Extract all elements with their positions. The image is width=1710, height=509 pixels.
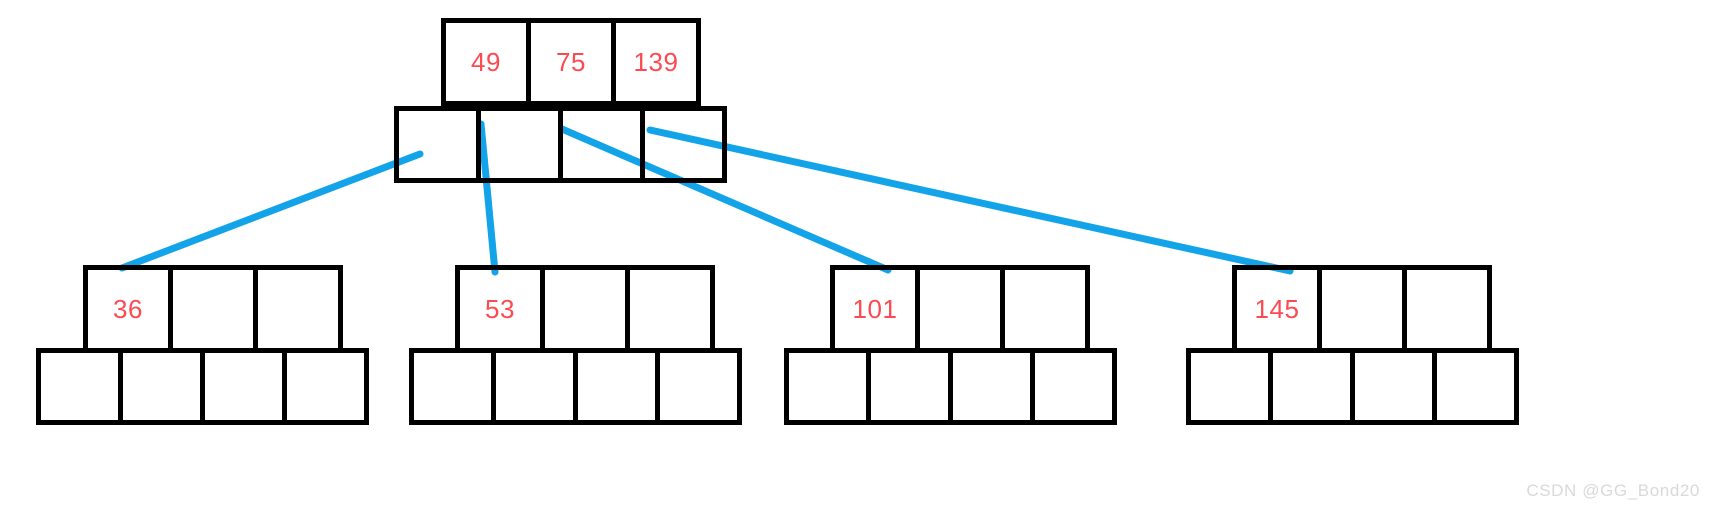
child-node-2-pointer-row-cell-1[interactable] (409, 348, 496, 425)
child-node-2-key-row-cell-3[interactable] (625, 265, 715, 353)
child-node-1-key-row: 36 (83, 265, 343, 353)
child-node-4-pointer-row-cell-2[interactable] (1268, 348, 1355, 425)
child-node-3-key-row-cell-2[interactable] (915, 265, 1005, 353)
child-node-3-key-row-cell-3[interactable] (1000, 265, 1090, 353)
root-node-key-row-cell-1[interactable]: 49 (441, 18, 531, 106)
child-node-2-pointer-row (409, 348, 742, 425)
child-node-4-key-row-cell-3[interactable] (1402, 265, 1492, 353)
child-node-4-pointer-row (1186, 348, 1519, 425)
child-node-4-key-row: 145 (1232, 265, 1492, 353)
child-node-4-pointer-row-cell-1[interactable] (1186, 348, 1273, 425)
connector-pointer-4-to-child-4 (646, 126, 1294, 275)
child-node-2-key-row-cell-2[interactable] (540, 265, 630, 353)
child-node-1-pointer-row-cell-4[interactable] (282, 348, 369, 425)
child-node-4-key-row-cell-2[interactable] (1317, 265, 1407, 353)
root-node-key-row-cell-3[interactable]: 139 (611, 18, 701, 106)
root-node-pointer-row (394, 106, 727, 183)
child-node-3-pointer-row (784, 348, 1117, 425)
root-node-key-row-cell-2[interactable]: 75 (526, 18, 616, 106)
child-node-1-pointer-row-cell-2[interactable] (118, 348, 205, 425)
child-node-3-pointer-row-cell-3[interactable] (948, 348, 1035, 425)
child-node-1-pointer-row-cell-1[interactable] (36, 348, 123, 425)
child-node-3-pointer-row-cell-2[interactable] (866, 348, 953, 425)
child-node-1-pointer-row-cell-3[interactable] (200, 348, 287, 425)
child-node-4-key-row-cell-1[interactable]: 145 (1232, 265, 1322, 353)
child-node-3-key-row: 101 (830, 265, 1090, 353)
watermark-text: CSDN @GG_Bond20 (1526, 481, 1700, 500)
child-node-3-pointer-row-cell-1[interactable] (784, 348, 871, 425)
child-node-2-key-row-cell-1[interactable]: 53 (455, 265, 545, 353)
root-node-pointer-row-cell-3[interactable] (558, 106, 645, 183)
child-node-2-pointer-row-cell-4[interactable] (655, 348, 742, 425)
child-node-2-pointer-row-cell-3[interactable] (573, 348, 660, 425)
child-node-3-pointer-row-cell-4[interactable] (1030, 348, 1117, 425)
child-node-4-pointer-row-cell-4[interactable] (1432, 348, 1519, 425)
root-node-pointer-row-cell-4[interactable] (640, 106, 727, 183)
child-node-1-key-row-cell-2[interactable] (168, 265, 258, 353)
child-node-4-pointer-row-cell-3[interactable] (1350, 348, 1437, 425)
child-node-2-key-row: 53 (455, 265, 715, 353)
child-node-3-key-row-cell-1[interactable]: 101 (830, 265, 920, 353)
child-node-1-key-row-cell-3[interactable] (253, 265, 343, 353)
child-node-1-key-row-cell-1[interactable]: 36 (83, 265, 173, 353)
child-node-2-pointer-row-cell-2[interactable] (491, 348, 578, 425)
child-node-1-pointer-row (36, 348, 369, 425)
root-node-pointer-row-cell-1[interactable] (394, 106, 481, 183)
connector-pointer-1-to-child-1 (118, 150, 424, 272)
root-node-pointer-row-cell-2[interactable] (476, 106, 563, 183)
